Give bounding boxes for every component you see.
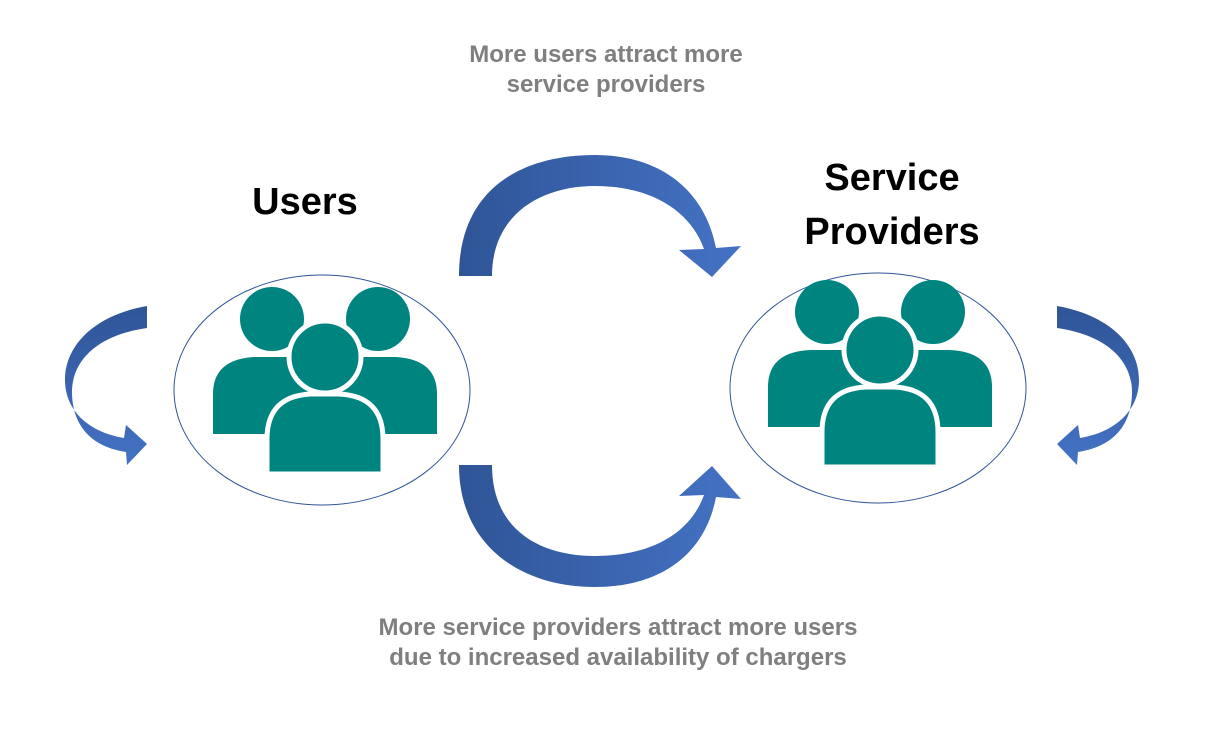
users-title: Users <box>252 181 358 223</box>
service-providers-title-line-2: Providers <box>804 210 980 253</box>
service-providers-node <box>729 272 1027 504</box>
service-providers-title-line-1: Service <box>824 157 960 199</box>
top-caption: More users attract more service provider… <box>356 40 856 100</box>
bottom-caption-line-1: More service providers attract more user… <box>378 614 858 641</box>
bottom-caption: More service providers attract more user… <box>268 613 968 673</box>
service-providers-title: Service Providers <box>742 152 1042 260</box>
bottom-caption-line-2: due to increased availability of charger… <box>389 644 847 671</box>
users-node <box>173 274 471 506</box>
top-caption-line-2: service providers <box>506 71 706 98</box>
left-loop-arrow <box>65 306 147 465</box>
top-caption-line-1: More users attract more <box>469 41 743 68</box>
top-curved-arrow <box>459 155 741 277</box>
bottom-curved-arrow <box>459 465 741 587</box>
right-loop-arrow <box>1057 306 1139 465</box>
